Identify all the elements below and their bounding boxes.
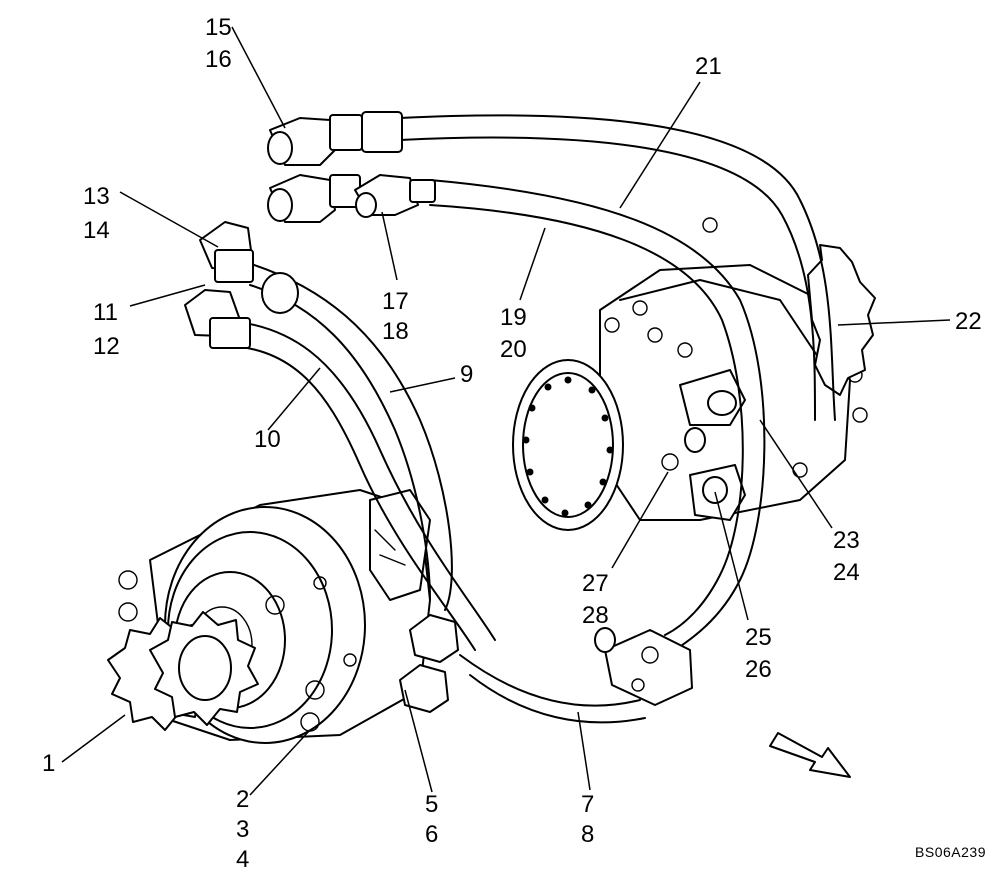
callout-25-26: 25 26 bbox=[745, 624, 772, 683]
callout-13-14: 13 14 bbox=[83, 183, 110, 244]
direction-arrow-icon bbox=[769, 732, 851, 778]
callout-22: 22 bbox=[955, 308, 982, 335]
callout-19-20: 19 20 bbox=[500, 304, 527, 363]
figure-reference-code: BS06A239 bbox=[915, 844, 986, 860]
hose-routing bbox=[209, 114, 836, 724]
callout-2-3-4: 2 3 4 bbox=[236, 786, 250, 873]
callout-23-24: 23 24 bbox=[833, 527, 860, 586]
callout-17-18: 17 18 bbox=[382, 288, 409, 345]
callout-7-8: 7 8 bbox=[581, 791, 595, 848]
left-sprocket bbox=[107, 611, 259, 731]
callout-leaders bbox=[61, 26, 951, 796]
callout-27-28: 27 28 bbox=[582, 570, 609, 629]
callout-21: 21 bbox=[695, 53, 722, 80]
callout-5-6: 5 6 bbox=[425, 791, 439, 848]
callout-11-12: 11 12 bbox=[93, 299, 120, 360]
right-sprocket bbox=[807, 244, 876, 396]
hose-fittings bbox=[184, 111, 737, 713]
callout-9: 9 bbox=[460, 361, 474, 388]
callout-1: 1 bbox=[42, 750, 56, 777]
callout-10: 10 bbox=[254, 426, 281, 453]
callout-15-16: 15 16 bbox=[205, 14, 232, 73]
